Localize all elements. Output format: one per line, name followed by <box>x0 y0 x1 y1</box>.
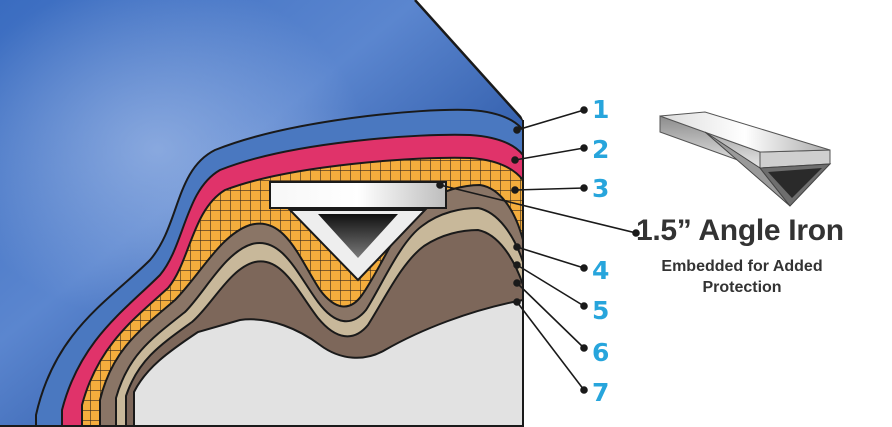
callout-dot-icon <box>511 156 519 164</box>
angle-iron-subtitle: Embedded for Added Protection <box>642 256 842 298</box>
angle-iron-icon <box>659 111 832 207</box>
callout-leaders <box>436 106 640 394</box>
callout-number-7: 7 <box>592 378 610 407</box>
callout-dot-icon <box>580 264 588 272</box>
callout-dot-icon <box>580 106 588 114</box>
angle-iron-subtitle-line-1: Embedded for Added <box>661 258 823 275</box>
cutaway-background <box>470 0 892 427</box>
angle-iron-title: 1.5” Angle Iron <box>636 214 844 247</box>
layer-7-base <box>133 298 524 427</box>
callout-dot-icon <box>513 261 521 269</box>
callout-dot-icon <box>511 186 519 194</box>
callout-dot-icon <box>580 344 588 352</box>
callout-dot-icon <box>580 386 588 394</box>
callout-dot-icon <box>513 243 521 251</box>
callout-dot-icon <box>580 144 588 152</box>
callout-dot-icon <box>436 181 444 189</box>
callout-dot-icon <box>632 229 640 237</box>
callout-dot-icon <box>580 302 588 310</box>
callout-number-4: 4 <box>592 256 610 285</box>
angle-iron-subtitle-line-2: Protection <box>702 279 782 296</box>
callout-dot-icon <box>513 279 521 287</box>
callout-dot-icon <box>513 126 521 134</box>
callout-dot-icon <box>513 298 521 306</box>
callout-dot-icon <box>580 184 588 192</box>
callout-number-5: 5 <box>592 296 610 325</box>
callout-number-6: 6 <box>592 338 610 367</box>
callout-number-3: 3 <box>592 174 610 203</box>
callout-number-1: 1 <box>592 95 610 124</box>
embedded-angle-iron <box>269 181 447 282</box>
callout-number-2: 2 <box>592 135 610 164</box>
